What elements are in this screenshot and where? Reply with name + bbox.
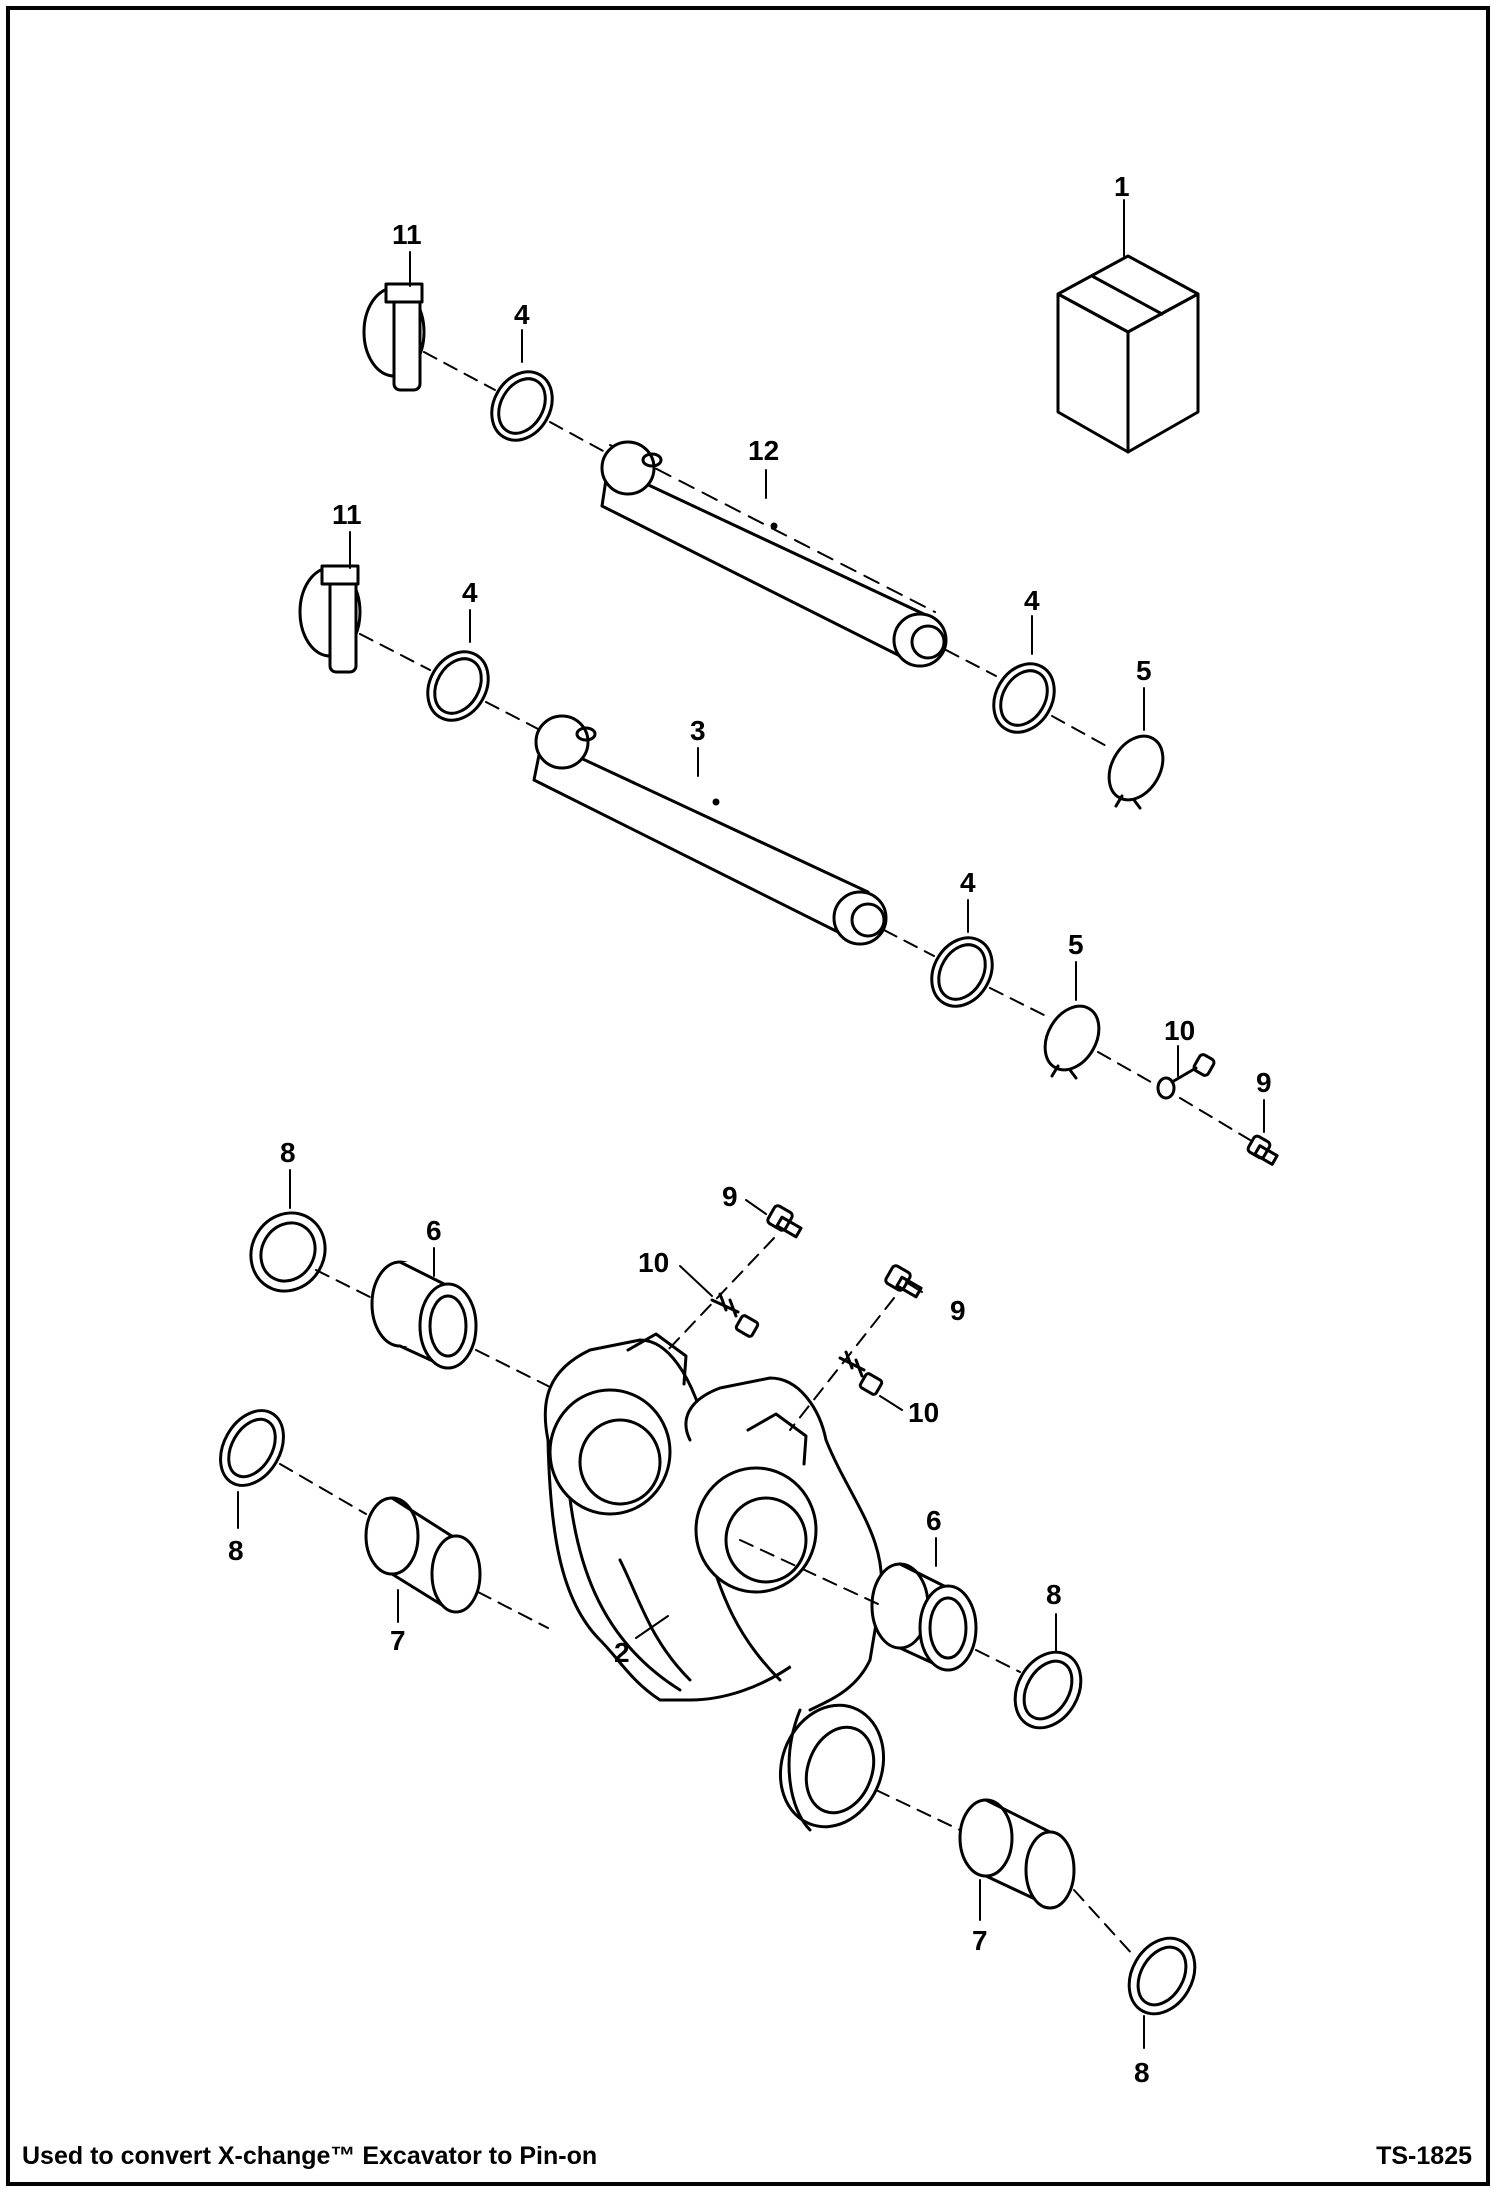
callout-4-c: 4 xyxy=(1024,585,1040,616)
callout-5-b: 5 xyxy=(1068,929,1084,960)
diagram-border xyxy=(6,6,1490,2186)
callout-9-a: 9 xyxy=(1256,1067,1272,1098)
drawing-number: TS-1825 xyxy=(1376,2142,1472,2170)
part-bushings-grooved xyxy=(370,1260,978,1672)
callout-7-b: 7 xyxy=(972,1925,988,1956)
callout-7-a: 7 xyxy=(390,1625,406,1656)
callout-9-b: 9 xyxy=(722,1181,738,1212)
callout-3: 3 xyxy=(690,715,706,746)
callout-5-a: 5 xyxy=(1136,655,1152,686)
part-lynch-pin-lower xyxy=(298,564,362,674)
part-snap-rings xyxy=(1043,734,1165,1080)
callout-6-a: 6 xyxy=(426,1215,442,1246)
callout-8-d: 8 xyxy=(1134,2057,1150,2088)
callout-10-a: 10 xyxy=(1164,1015,1195,1046)
center-lines-upper xyxy=(359,351,1251,1141)
callout-12: 12 xyxy=(748,435,779,466)
part-washers xyxy=(426,370,1056,1008)
callout-11-lower: 11 xyxy=(332,499,362,530)
part-grease-fittings-link xyxy=(710,1204,923,1396)
callout-4-d: 4 xyxy=(960,867,976,898)
callout-2: 2 xyxy=(614,1637,630,1668)
callout-1: 1 xyxy=(1114,171,1130,202)
part-bushings-plain xyxy=(364,1496,1076,1910)
callout-6-b: 6 xyxy=(926,1505,942,1536)
part-bucket-link xyxy=(543,1332,886,1832)
part-grease-fitting-right xyxy=(1156,1053,1279,1166)
callout-10-b: 10 xyxy=(638,1247,669,1278)
part-lynch-pin-upper xyxy=(362,282,426,392)
part-seals xyxy=(219,1211,1197,2016)
callout-9-c: 9 xyxy=(950,1295,966,1326)
footer-caption: Used to convert X-change™ Excavator to P… xyxy=(22,2142,598,2170)
part-box xyxy=(1056,254,1200,454)
callout-8-c: 8 xyxy=(1046,1579,1062,1610)
leader-lines xyxy=(237,199,1265,2049)
callout-4-a: 4 xyxy=(514,299,530,330)
part-pin-lower xyxy=(532,714,888,946)
callout-8-a: 8 xyxy=(280,1137,296,1168)
callout-4-b: 4 xyxy=(462,577,478,608)
callout-8-b: 8 xyxy=(228,1535,244,1566)
callout-labels: 1 11 4 12 11 4 4 5 3 4 5 10 9 8 6 9 10 9… xyxy=(228,171,1272,2088)
callout-10-c: 10 xyxy=(908,1397,939,1428)
center-lines-lower xyxy=(279,1237,1135,1957)
part-pin-upper xyxy=(600,440,948,668)
callout-11-upper: 11 xyxy=(392,219,422,250)
